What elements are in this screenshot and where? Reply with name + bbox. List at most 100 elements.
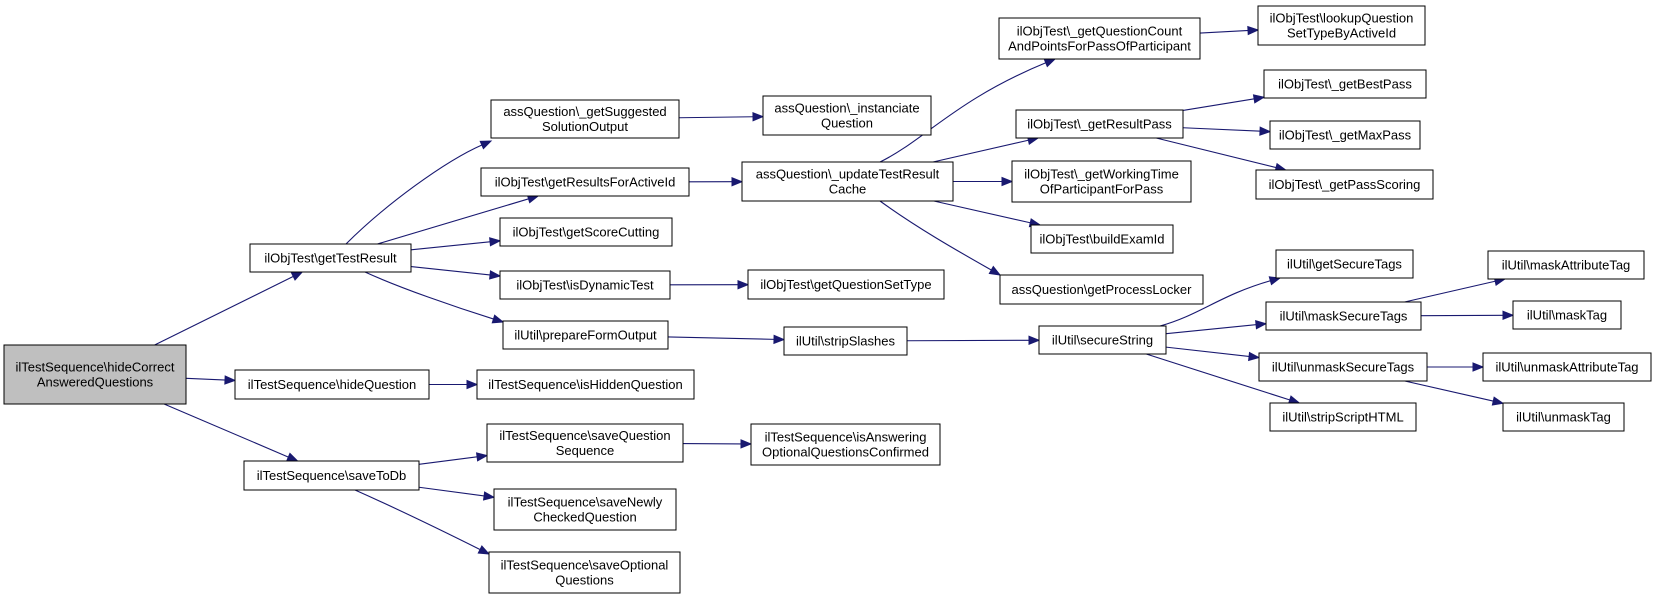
- arrow-head-n4-n11: [475, 452, 489, 462]
- node-label-line: Sequence: [556, 443, 615, 458]
- graph-node[interactable]: ilObjTest\isDynamicTest: [499, 270, 671, 300]
- node-label-line: ilUtil\stripScriptHTML: [1282, 410, 1403, 425]
- edge-n24-n31: [1165, 346, 1261, 362]
- node-box: [750, 423, 941, 466]
- edge-line-n24-n29: [1159, 279, 1272, 327]
- node-label-line: ilObjTest\getResultsForActiveId: [495, 175, 676, 190]
- edge-line-n15-n22: [933, 200, 1032, 224]
- edge-n4-n12: [418, 486, 496, 501]
- node-label-line: ilObjTest\isDynamicTest: [516, 278, 654, 293]
- graph-node[interactable]: ilObjTest\_getWorkingTimeOfParticipantFo…: [1011, 160, 1192, 203]
- arrow-head-n15-n19: [1043, 58, 1057, 68]
- graph-node[interactable]: ilObjTest\_getQuestionCountAndPointsForP…: [998, 17, 1201, 60]
- graph-node[interactable]: ilUtil\stripScriptHTML: [1269, 402, 1417, 432]
- graph-node[interactable]: ilObjTest\getResultsForActiveId: [480, 167, 690, 197]
- edge-n30-n33: [1404, 276, 1507, 303]
- node-box: [3, 344, 187, 405]
- node-box: [1015, 109, 1184, 139]
- edge-line-n2-n7: [410, 241, 492, 251]
- graph-node[interactable]: ilTestSequence\saveToDb: [243, 460, 420, 491]
- graph-node[interactable]: ilUtil\maskSecureTags: [1265, 301, 1422, 331]
- arrow-head-n2-n5: [479, 140, 493, 150]
- graph-node[interactable]: ilObjTest\_getBestPass: [1263, 69, 1427, 99]
- graph-node[interactable]: ilObjTest\buildExamId: [1030, 224, 1174, 254]
- graph-node[interactable]: ilObjTest\_getMaxPass: [1269, 120, 1421, 150]
- node-box: [234, 369, 430, 400]
- edge-n8-n16: [669, 279, 750, 290]
- edge-line-n1-n3: [185, 377, 227, 381]
- node-box: [1269, 120, 1421, 150]
- arrow-head-n1-n4: [286, 452, 299, 462]
- graph-node[interactable]: ilObjTest\_getResultPass: [1015, 109, 1184, 139]
- edge-n6-n15: [688, 176, 744, 187]
- graph-node[interactable]: ilTestSequence\hideQuestion: [234, 369, 430, 400]
- graph-node[interactable]: ilTestSequence\isAnsweringOptionalQuesti…: [750, 423, 941, 466]
- edge-line-n20-n27: [1182, 127, 1262, 132]
- arrow-head-n9-n17: [773, 334, 786, 345]
- node-label-line: ilObjTest\getQuestionSetType: [760, 277, 931, 292]
- node-label-line: ilObjTest\lookupQuestion: [1270, 11, 1414, 26]
- node-box: [1265, 301, 1422, 331]
- edge-n15-n22: [933, 200, 1042, 228]
- graph-node[interactable]: ilObjTest\getScoreCutting: [499, 217, 673, 247]
- node-box: [243, 460, 420, 491]
- node-box: [1255, 169, 1434, 200]
- edge-n1-n3: [185, 375, 237, 385]
- node-box: [480, 167, 690, 197]
- arrow-head-n2-n9: [491, 314, 505, 324]
- node-label-line: SetTypeByActiveId: [1287, 26, 1396, 41]
- edge-n19-n25: [1199, 25, 1260, 36]
- edge-line-n2-n5: [345, 144, 483, 245]
- arrow-head-n31-n35: [1472, 362, 1485, 372]
- node-box: [1011, 160, 1192, 203]
- graph-node[interactable]: ilObjTest\_getPassScoring: [1255, 169, 1434, 200]
- node-label-line: AndPointsForPassOfParticipant: [1008, 39, 1191, 54]
- graph-node[interactable]: ilObjTest\lookupQuestionSetTypeByActiveI…: [1257, 5, 1426, 46]
- arrow-head-n24-n30: [1255, 320, 1268, 330]
- arrow-head-n30-n34: [1502, 310, 1515, 321]
- graph-node[interactable]: ilObjTest\getTestResult: [249, 243, 412, 273]
- graph-node[interactable]: ilUtil\stripSlashes: [783, 326, 908, 356]
- graph-node[interactable]: ilTestSequence\isHiddenQuestion: [476, 369, 695, 400]
- node-label-line: ilObjTest\_getMaxPass: [1279, 128, 1412, 143]
- edge-line-n1-n2: [154, 275, 295, 346]
- node-label-line: ilUtil\getSecureTags: [1287, 257, 1402, 272]
- arrow-head-n2-n7: [489, 237, 502, 247]
- edge-n30-n34: [1420, 310, 1515, 321]
- edge-line-n30-n33: [1404, 280, 1497, 303]
- node-label-line: ilTestSequence\hideCorrect: [16, 360, 175, 375]
- arrow-head-n15-n23: [988, 265, 1002, 276]
- graph-node[interactable]: ilUtil\secureString: [1038, 325, 1167, 355]
- node-label-line: Cache: [829, 182, 867, 197]
- arrow-head-n3-n10: [466, 379, 479, 390]
- graph-node[interactable]: ilUtil\maskAttributeTag: [1487, 250, 1645, 280]
- edge-n1-n4: [163, 403, 299, 462]
- graph-node[interactable]: ilUtil\unmaskTag: [1502, 402, 1625, 432]
- graph-node[interactable]: ilUtil\getSecureTags: [1275, 249, 1414, 279]
- graph-node[interactable]: ilUtil\unmaskAttributeTag: [1482, 352, 1652, 382]
- node-box: [747, 269, 945, 300]
- graph-node[interactable]: ilUtil\prepareFormOutput: [502, 320, 669, 350]
- graph-node[interactable]: ilUtil\maskTag: [1512, 300, 1622, 330]
- root-node[interactable]: ilTestSequence\hideCorrectAnsweredQuesti…: [3, 344, 187, 405]
- node-box: [1030, 224, 1174, 254]
- node-label-line: Questions: [555, 573, 614, 588]
- node-label-line: ilObjTest\buildExamId: [1040, 232, 1165, 247]
- node-label-line: ilUtil\maskTag: [1527, 308, 1607, 323]
- arrow-head-n20-n27: [1259, 126, 1272, 136]
- arrow-head-n5-n14: [752, 112, 765, 122]
- graph-node[interactable]: ilUtil\unmaskSecureTags: [1258, 352, 1428, 382]
- graph-node[interactable]: ilObjTest\getQuestionSetType: [747, 269, 945, 300]
- edge-line-n4-n13: [354, 489, 482, 551]
- graph-node[interactable]: assQuestion\getProcessLocker: [999, 274, 1204, 305]
- node-box: [1275, 249, 1414, 279]
- arrow-head-n24-n29: [1268, 276, 1282, 286]
- node-box: [998, 17, 1201, 60]
